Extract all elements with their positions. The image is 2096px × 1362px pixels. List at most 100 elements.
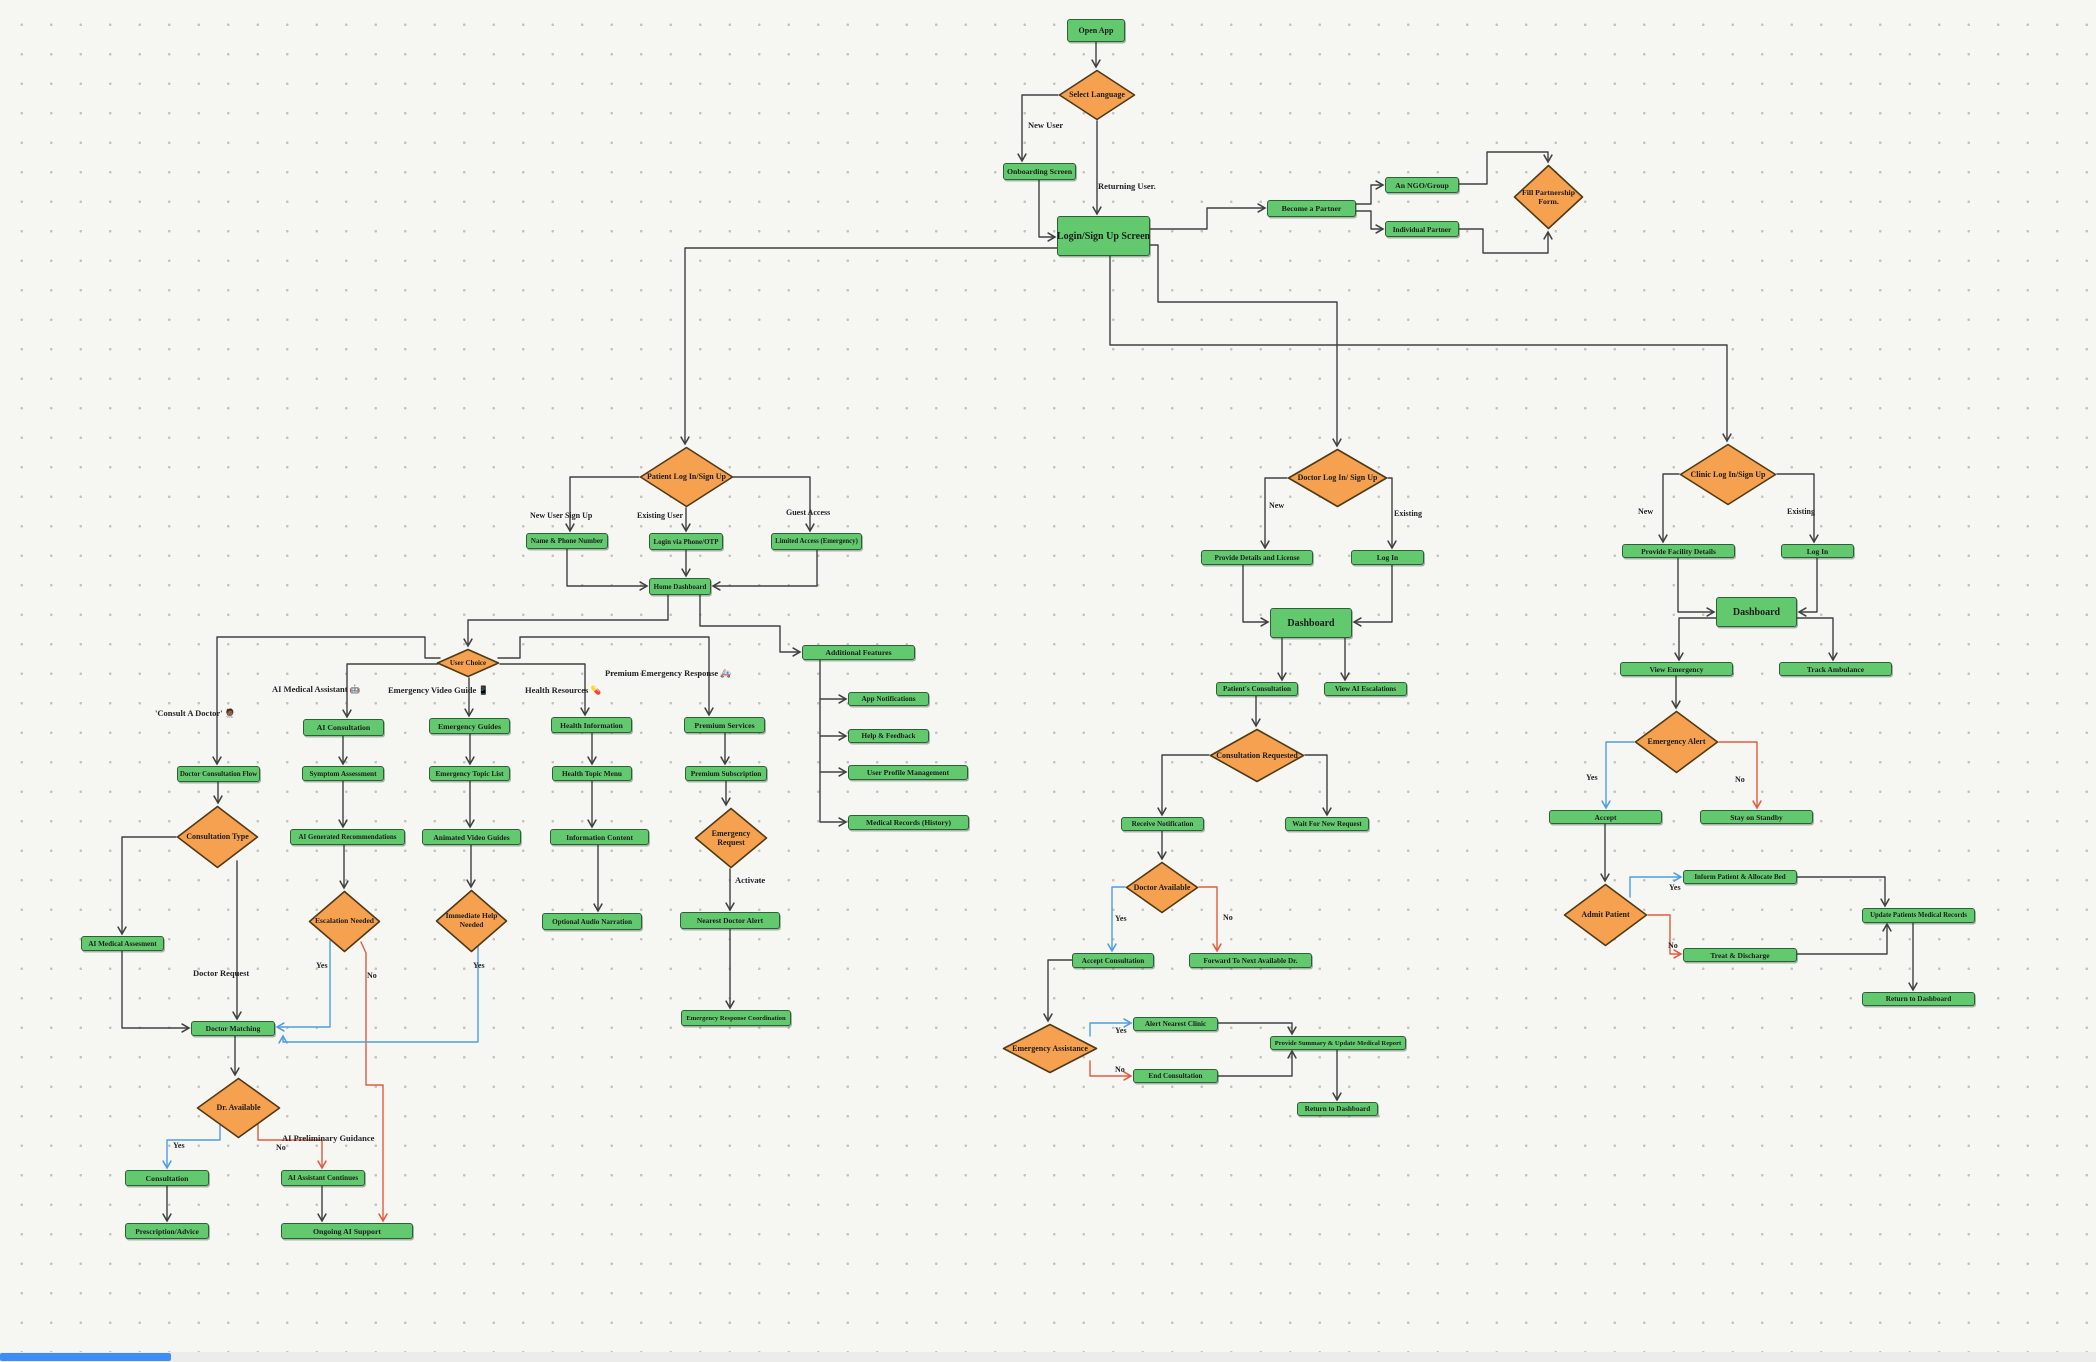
label-premium-emergency-response: Premium Emergency Response 🚑 [605, 668, 731, 678]
consultation-type[interactable]: Consultation Type [176, 805, 259, 869]
update-patients-medical-records-label: Update Patients Medical Records [1870, 912, 1967, 919]
app-notifications[interactable]: App Notifications [848, 692, 929, 706]
horizontal-scrollbar-thumb[interactable] [0, 1353, 171, 1361]
receive-notification[interactable]: Receive Notification [1121, 817, 1204, 831]
emergency-response-coordination[interactable]: Emergency Response Coordination [681, 1010, 791, 1026]
doctor-dashboard-label: Dashboard [1287, 617, 1335, 629]
limited-access-emergency[interactable]: Limited Access (Emergency) [771, 533, 862, 550]
provide-summary-update-medical-report[interactable]: Provide Summary & Update Medical Report [1270, 1036, 1406, 1050]
emergency-guides[interactable]: Emergency Guides [429, 718, 510, 734]
connector-arrow [1796, 617, 1838, 662]
individual-partner[interactable]: Individual Partner [1385, 221, 1459, 237]
label-health-resources: Health Resources 💊 [525, 685, 602, 695]
alert-nearest-clinic[interactable]: Alert Nearest Clinic [1133, 1017, 1218, 1031]
symptom-assessment[interactable]: Symptom Assessment [302, 766, 384, 781]
label-emergency-assistance-yes: Yes [1115, 1026, 1127, 1035]
end-consultation[interactable]: End Consultation [1133, 1069, 1218, 1083]
user-choice[interactable]: User Choice [436, 648, 500, 678]
track-ambulance[interactable]: Track Ambulance [1779, 662, 1892, 676]
emergency-assistance[interactable]: Emergency Assistance [1002, 1023, 1098, 1074]
patients-consultation[interactable]: Patient's Consultation [1216, 682, 1298, 696]
emergency-alert[interactable]: Emergency Alert [1634, 710, 1719, 774]
doctor-login[interactable]: Doctor Log In/ Sign Up [1287, 448, 1388, 508]
admit-patient[interactable]: Admit Patient [1563, 883, 1648, 947]
fill-partnership-form[interactable]: Fill Partnership Form. [1513, 164, 1584, 230]
emergency-request[interactable]: Emergency Request [694, 807, 768, 869]
login-via-phone-otp[interactable]: Login via Phone/OTP [649, 533, 723, 550]
provide-details-and-license[interactable]: Provide Details and License [1201, 550, 1313, 565]
health-topic-menu[interactable]: Health Topic Menu [552, 766, 632, 781]
ai-assistant-continues-label: AI Assistant Continues [287, 1174, 359, 1182]
provide-facility-details-label: Provide Facility Details [1641, 546, 1716, 556]
prescription-advice[interactable]: Prescription/Advice [125, 1223, 209, 1239]
open-app-label: Open App [1078, 26, 1114, 35]
label-dr-available-no: No [276, 1143, 286, 1152]
ongoing-ai-support[interactable]: Ongoing AI Support [281, 1223, 413, 1239]
clinic-login-shape [1679, 443, 1777, 506]
consultation-requested[interactable]: Consultation Requested [1209, 728, 1305, 783]
accept-consultation-label: Accept Consultation [1081, 956, 1145, 965]
doctor-dashboard[interactable]: Dashboard [1270, 608, 1352, 638]
connector-arrow [1260, 477, 1288, 550]
doctor-available[interactable]: Doctor Available [1125, 861, 1199, 914]
premium-subscription[interactable]: Premium Subscription [685, 766, 767, 781]
doctor-log-in[interactable]: Log In [1351, 550, 1424, 565]
immediate-help-needed-label: Immediate Help Needed [445, 911, 498, 929]
animated-video-guides[interactable]: Animated Video Guides [422, 829, 521, 845]
clinic-dashboard[interactable]: Dashboard [1716, 597, 1797, 627]
update-patients-medical-records[interactable]: Update Patients Medical Records [1862, 908, 1975, 923]
medical-records-history[interactable]: Medical Records (History) [848, 815, 969, 830]
view-ai-escalations[interactable]: View AI Escalations [1324, 682, 1407, 696]
connector-arrow [711, 549, 818, 591]
ai-medical-assesment[interactable]: AI Medical Assesment [81, 936, 164, 951]
end-consultation-label: End Consultation [1148, 1072, 1203, 1080]
doctor-matching[interactable]: Doctor Matching [191, 1021, 275, 1036]
dr-available[interactable]: Dr. Available [196, 1077, 281, 1139]
help-feedback[interactable]: Help & Feedback [848, 729, 929, 743]
emergency-topic-list[interactable]: Emergency Topic List [429, 766, 510, 781]
view-emergency[interactable]: View Emergency [1620, 662, 1733, 676]
immediate-help-needed[interactable]: Immediate Help Needed [435, 889, 508, 953]
horizontal-scrollbar-track[interactable] [0, 1352, 2096, 1362]
return-to-dashboard-doctor[interactable]: Return to Dashboard [1297, 1102, 1378, 1116]
premium-services[interactable]: Premium Services [684, 717, 765, 733]
inform-patient-allocate-bed[interactable]: Inform Patient & Allocate Bed [1683, 870, 1797, 884]
user-profile-management[interactable]: User Profile Management [848, 765, 968, 780]
nearest-doctor-alert[interactable]: Nearest Doctor Alert [680, 912, 780, 929]
information-content[interactable]: Information Content [550, 829, 649, 845]
provide-facility-details[interactable]: Provide Facility Details [1622, 544, 1735, 558]
wait-for-new-request[interactable]: Wait For New Request [1285, 817, 1369, 831]
forward-to-next-available-dr[interactable]: Forward To Next Available Dr. [1189, 953, 1312, 968]
return-to-dashboard-clinic[interactable]: Return to Dashboard [1862, 992, 1975, 1006]
login-signup-screen[interactable]: Login/Sign Up Screen [1057, 216, 1150, 256]
treat-discharge[interactable]: Treat & Discharge [1683, 948, 1797, 962]
admit-patient-label: Admit Patient [1581, 910, 1630, 920]
select-language[interactable]: Select Language [1058, 69, 1136, 121]
escalation-needed[interactable]: Escalation Needed [308, 890, 381, 953]
accept[interactable]: Accept [1549, 810, 1662, 824]
ai-assistant-continues[interactable]: AI Assistant Continues [281, 1170, 365, 1186]
prescription-advice-label: Prescription/Advice [135, 1226, 199, 1236]
name-phone-number[interactable]: Name & Phone Number [526, 533, 608, 549]
clinic-log-in[interactable]: Log In [1781, 544, 1854, 558]
home-dashboard[interactable]: Home Dashboard [649, 578, 711, 595]
track-ambulance-label: Track Ambulance [1806, 664, 1865, 674]
an-ngo-group[interactable]: An NGO/Group [1385, 177, 1459, 193]
accept-consultation[interactable]: Accept Consultation [1072, 953, 1154, 968]
optional-audio-narration[interactable]: Optional Audio Narration [542, 913, 642, 930]
ai-consultation[interactable]: AI Consultation [303, 719, 384, 736]
additional-features[interactable]: Additional Features [802, 645, 915, 660]
onboarding-screen[interactable]: Onboarding Screen [1003, 163, 1076, 180]
clinic-login[interactable]: Clinic Log In/Sign Up [1679, 443, 1777, 506]
open-app[interactable]: Open App [1067, 19, 1125, 42]
patient-login[interactable]: Patient Log In/Sign Up [639, 446, 734, 508]
ai-generated-recommendations[interactable]: AI Generated Recommendations [290, 829, 405, 845]
help-feedback-label: Help & Feedback [861, 732, 916, 740]
health-information[interactable]: Health Information [551, 717, 632, 733]
animated-video-guides-label: Animated Video Guides [433, 832, 510, 842]
become-a-partner[interactable]: Become a Partner [1267, 200, 1356, 217]
stay-on-standby[interactable]: Stay on Standby [1700, 810, 1813, 824]
consultation[interactable]: Consultation [125, 1170, 209, 1186]
doctor-consultation-flow[interactable]: Doctor Consultation Flow [177, 766, 260, 782]
